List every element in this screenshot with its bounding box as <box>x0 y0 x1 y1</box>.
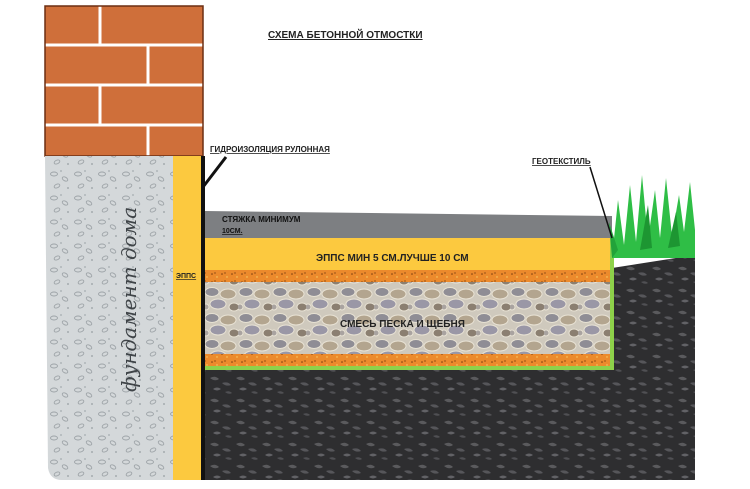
gravel-sand-mix <box>205 282 612 354</box>
epps-layer-label: ЭППС МИН 5 СМ.ЛУЧШЕ 10 СМ <box>316 253 469 264</box>
epps-horizontal-layer <box>205 238 612 270</box>
screed-label-line2: 10СМ. <box>222 228 243 235</box>
waterproofing-membrane <box>201 156 228 480</box>
epps-vertical-layer <box>173 156 203 480</box>
waterproofing-label: ГИДРОИЗОЛЯЦИЯ РУЛОННАЯ <box>210 145 330 154</box>
epps-vertical-label: ЭППС <box>176 273 196 280</box>
geotextile-outline <box>205 238 614 370</box>
screed-layer <box>205 211 612 238</box>
screed-label-line1: СТЯЖКА МИНИМУМ <box>222 215 301 224</box>
sand-layer-bottom <box>205 354 612 368</box>
house-foundation <box>45 156 173 480</box>
geotextile-leader <box>589 166 613 239</box>
brick-wall <box>44 5 204 157</box>
foundation-label: фундамент дома <box>117 207 141 392</box>
sand-layer-top <box>205 270 612 282</box>
gravel-mix-label: СМЕСЬ ПЕСКА И ЩЕБНЯ <box>340 319 465 330</box>
geotextile-label: ГЕОТЕКСТИЛЬ <box>532 157 591 166</box>
grass <box>609 175 695 258</box>
diagram-title: СХЕМА БЕТОННОЙ ОТМОСТКИ <box>268 28 423 41</box>
